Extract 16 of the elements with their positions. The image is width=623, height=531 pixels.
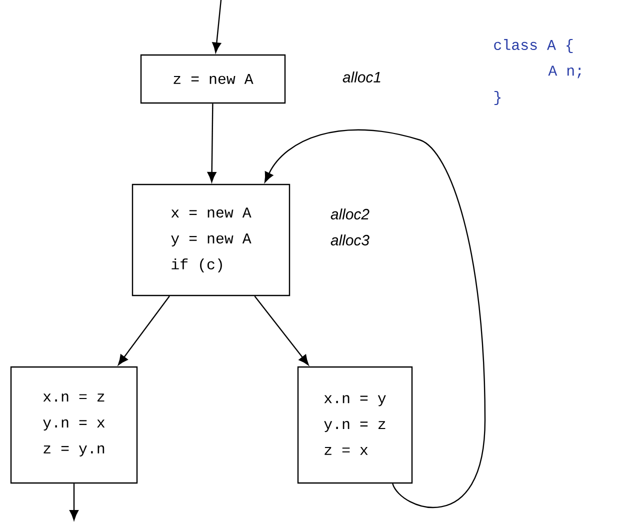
arrow <box>70 484 78 520</box>
code-box: z = new A <box>140 54 286 104</box>
code-line: } <box>494 91 500 105</box>
code-box: x = new A y = new A if (c) <box>132 184 290 296</box>
code-line: class A { <box>494 39 573 53</box>
arrow <box>118 296 170 366</box>
allocation-label: alloc1 <box>342 72 380 82</box>
allocation-label: alloc2 <box>330 208 370 220</box>
arrow <box>212 0 222 53</box>
arrow <box>264 129 486 508</box>
code-box: x.n = y y.n = z z = x <box>297 366 413 484</box>
allocation-label: alloc3 <box>330 234 370 246</box>
arrow <box>207 104 216 182</box>
code-box: x.n = z y.n = x z = y.n <box>10 366 138 484</box>
code-line: A n; <box>548 66 581 78</box>
arrow <box>254 296 309 366</box>
